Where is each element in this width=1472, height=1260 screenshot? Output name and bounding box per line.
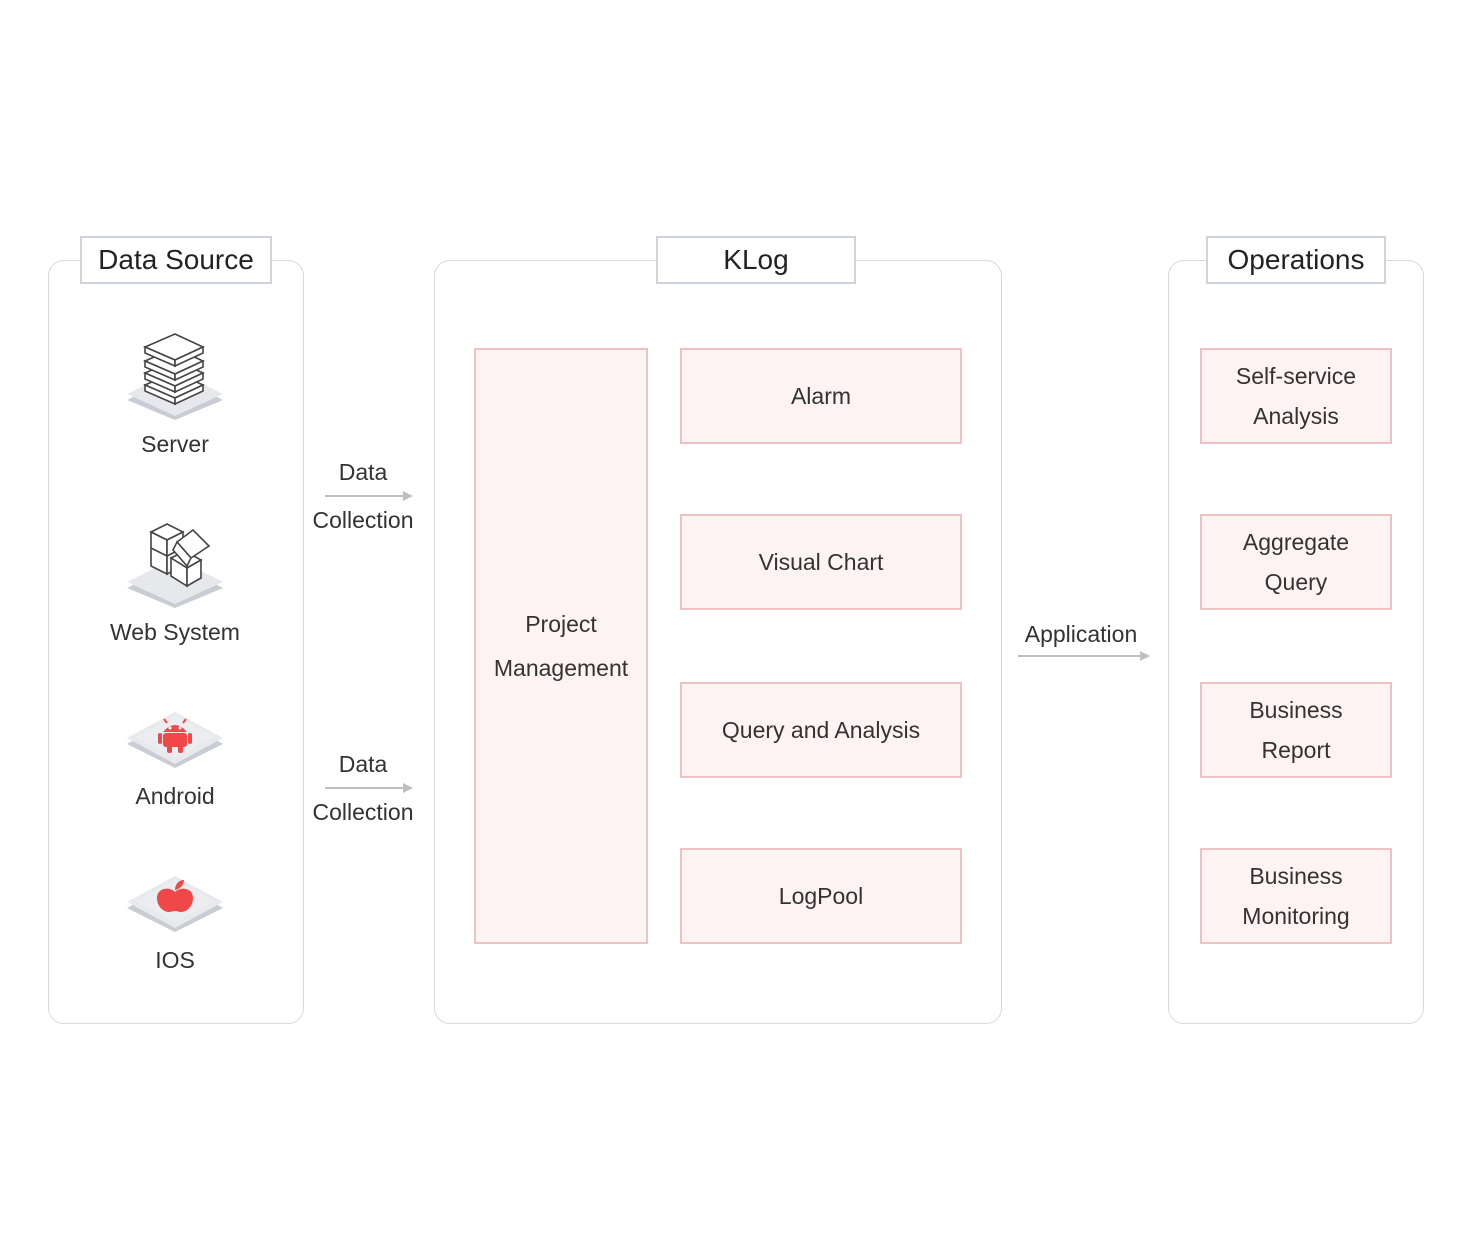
source-label: Server: [141, 431, 209, 457]
android-icon: [127, 712, 223, 768]
server-icon: [127, 333, 223, 420]
web-system-icon: [127, 523, 223, 608]
klog-title: KLog: [656, 236, 856, 284]
arrow-right-icon: [1018, 651, 1150, 661]
business-monitoring-box: Business Monitoring: [1200, 848, 1392, 944]
visual-chart-box: Visual Chart: [680, 514, 962, 610]
operations-title: Operations: [1206, 236, 1386, 284]
business-report-box: Business Report: [1200, 682, 1392, 778]
application-label: Application: [1024, 621, 1138, 647]
data-source-title: Data Source: [80, 236, 272, 284]
source-label: Web System: [110, 619, 240, 645]
data-collection-label-top: Data Collection: [312, 459, 414, 533]
source-ios: IOS: [95, 870, 255, 974]
source-label: IOS: [155, 947, 195, 973]
arrow-right-icon: [325, 491, 413, 501]
alarm-box: Alarm: [680, 348, 962, 444]
query-analysis-box: Query and Analysis: [680, 682, 962, 778]
data-collection-label-bottom: Data Collection: [312, 751, 414, 825]
ios-icon: [127, 876, 223, 932]
logpool-box: LogPool: [680, 848, 962, 944]
project-management-box: Project Management: [474, 348, 648, 944]
source-web-system: Web System: [95, 518, 255, 646]
arrow-right-icon: [325, 783, 413, 793]
source-android: Android: [95, 706, 255, 810]
self-service-analysis-box: Self-service Analysis: [1200, 348, 1392, 444]
aggregate-query-box: Aggregate Query: [1200, 514, 1392, 610]
source-label: Android: [135, 783, 215, 809]
source-server: Server: [95, 330, 255, 458]
